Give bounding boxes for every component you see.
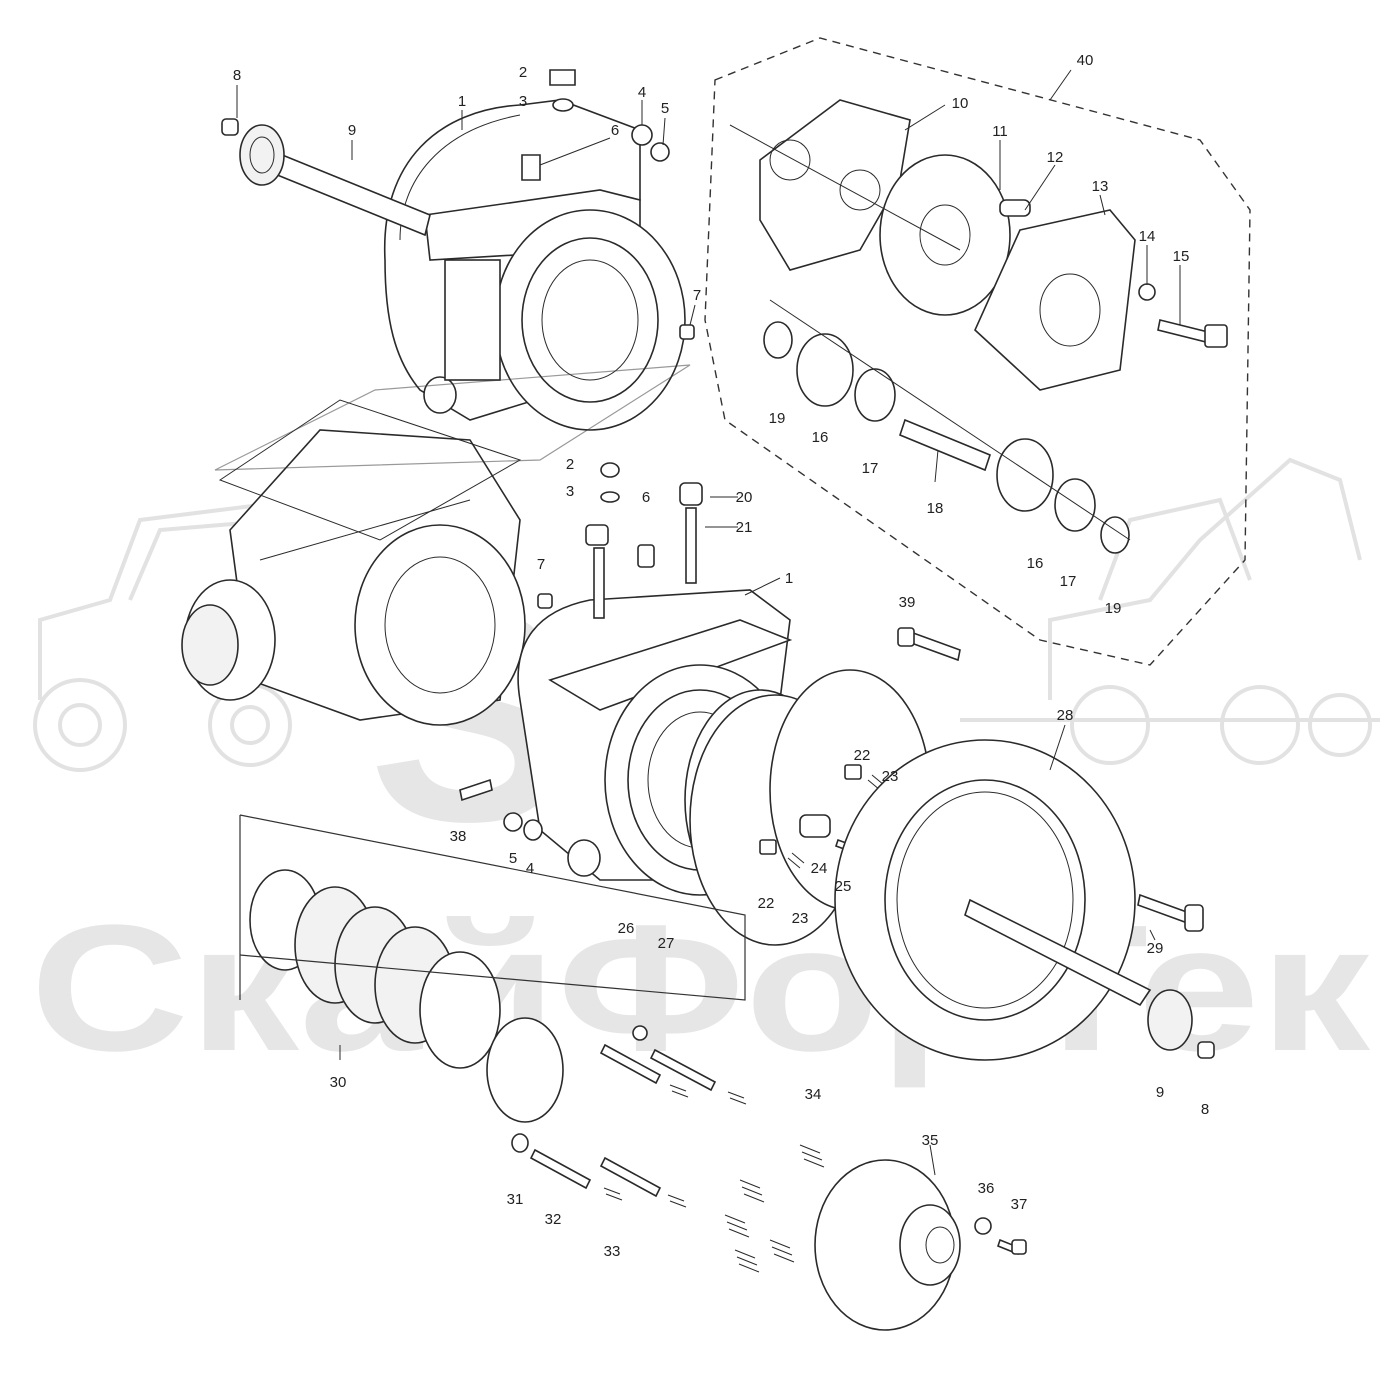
callout-15: 15 (1173, 248, 1190, 265)
ring-gear-28 (834, 627, 1215, 1061)
callout-5: 5 (509, 850, 517, 867)
callout-3: 3 (519, 93, 527, 110)
callout-21: 21 (736, 519, 753, 536)
brake-piston-assembly (511, 1025, 1027, 1331)
callout-24: 24 (811, 860, 828, 877)
callout-2: 2 (519, 64, 527, 81)
callout-3: 3 (566, 483, 574, 500)
callout-31: 31 (507, 1191, 524, 1208)
callout-9: 9 (348, 122, 356, 139)
callout-35: 35 (922, 1132, 939, 1149)
callout-11: 11 (992, 123, 1008, 140)
callout-18: 18 (927, 500, 944, 517)
callout-5: 5 (661, 100, 669, 117)
leader-lines (214, 69, 1181, 1176)
callout-23: 23 (882, 768, 899, 785)
callout-39: 39 (899, 594, 916, 611)
callout-28: 28 (1057, 707, 1074, 724)
callout-33: 33 (604, 1243, 621, 1260)
callout-27: 27 (658, 935, 675, 952)
assembly-40-outline (704, 37, 1251, 666)
callout-20: 20 (736, 489, 753, 506)
watermark-excavator-right (960, 457, 1380, 765)
callout-6: 6 (642, 489, 650, 506)
callout-7: 7 (537, 556, 545, 573)
callout-37: 37 (1011, 1196, 1028, 1213)
callout-17: 17 (1060, 573, 1077, 590)
callout-2: 2 (566, 456, 574, 473)
callout-22: 22 (758, 895, 775, 912)
callout-19: 19 (769, 410, 786, 427)
final-drive-housing-top (221, 69, 695, 431)
callout-16: 16 (812, 429, 829, 446)
callout-10: 10 (952, 95, 969, 112)
callout-32: 32 (545, 1211, 562, 1228)
callout-8: 8 (233, 67, 241, 84)
callout-13: 13 (1092, 178, 1109, 195)
planetary-carrier-group-40 (729, 99, 1228, 554)
callout-1: 1 (458, 93, 466, 110)
watermark-company-name: СкайФорТек (30, 888, 1371, 1089)
callout-36: 36 (978, 1180, 995, 1197)
callout-34: 34 (805, 1086, 822, 1103)
callout-25: 25 (835, 878, 852, 895)
callout-8: 8 (1201, 1101, 1209, 1118)
assembled-axle (181, 399, 526, 726)
callout-23: 23 (792, 910, 809, 927)
callout-7: 7 (693, 287, 701, 304)
callout-22: 22 (854, 747, 871, 764)
callout-26: 26 (618, 920, 635, 937)
callout-30: 30 (330, 1074, 347, 1091)
brake-disc-pack-30 (239, 815, 564, 1123)
callout-labels: 8 9 1 2 3 4 5 6 7 40 10 11 12 13 14 15 1… (233, 52, 1209, 1260)
callout-16: 16 (1027, 555, 1044, 572)
callout-6: 6 (611, 122, 619, 139)
callout-29: 29 (1147, 940, 1164, 957)
callout-9: 9 (1156, 1084, 1164, 1101)
callout-17: 17 (862, 460, 879, 477)
callout-14: 14 (1139, 228, 1156, 245)
callout-1: 1 (785, 570, 793, 587)
callout-19: 19 (1105, 600, 1122, 617)
callout-4: 4 (638, 84, 646, 101)
callout-12: 12 (1047, 149, 1064, 166)
callout-40: 40 (1077, 52, 1094, 69)
seal-rings (684, 669, 931, 946)
callout-4: 4 (526, 860, 534, 877)
callout-38: 38 (450, 828, 467, 845)
